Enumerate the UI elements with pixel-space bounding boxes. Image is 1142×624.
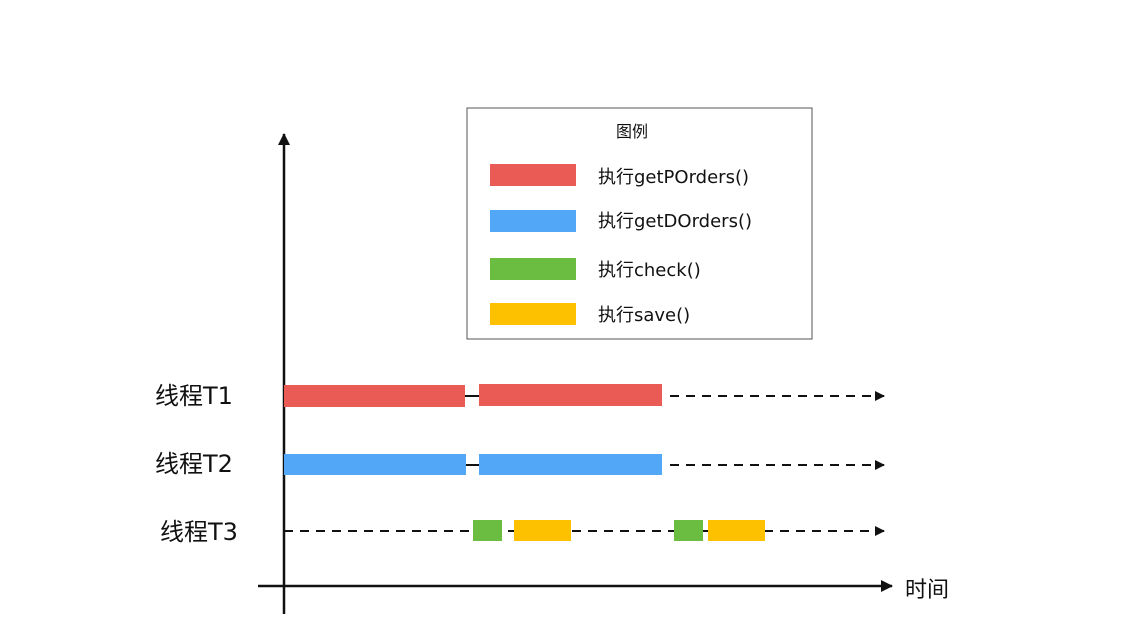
x-axis-label: 时间 xyxy=(905,578,949,603)
t3-save-bar-2 xyxy=(708,520,765,541)
legend-label-getporders: 执行getPOrders() xyxy=(598,167,749,188)
legend-label-getdorders: 执行getDOrders() xyxy=(598,211,752,232)
legend-title: 图例 xyxy=(616,122,648,141)
t2-getdorders-bar-1 xyxy=(284,454,466,475)
thread-row-t3: 线程T3 xyxy=(160,518,885,546)
thread-label-t3: 线程T3 xyxy=(160,518,238,546)
t1-getporders-bar-1 xyxy=(284,385,465,407)
thread-row-t1: 线程T1 xyxy=(155,382,885,410)
legend-label-save: 执行save() xyxy=(598,305,690,326)
thread-label-t1: 线程T1 xyxy=(155,382,233,410)
legend-swatch-getdorders xyxy=(490,210,576,232)
legend-label-check: 执行check() xyxy=(598,260,701,281)
legend-swatch-check xyxy=(490,258,576,280)
thread-row-t2: 线程T2 xyxy=(155,450,885,478)
legend-swatch-save xyxy=(490,303,576,325)
t3-save-bar-1 xyxy=(514,520,571,541)
t2-getdorders-bar-2 xyxy=(479,454,662,475)
thread-label-t2: 线程T2 xyxy=(155,450,233,478)
t1-getporders-bar-2 xyxy=(479,384,662,406)
t3-check-bar-2 xyxy=(674,520,703,541)
t3-check-bar-1 xyxy=(473,520,502,541)
legend: 图例 执行getPOrders() 执行getDOrders() 执行check… xyxy=(466,107,813,340)
legend-swatch-getporders xyxy=(490,164,576,186)
